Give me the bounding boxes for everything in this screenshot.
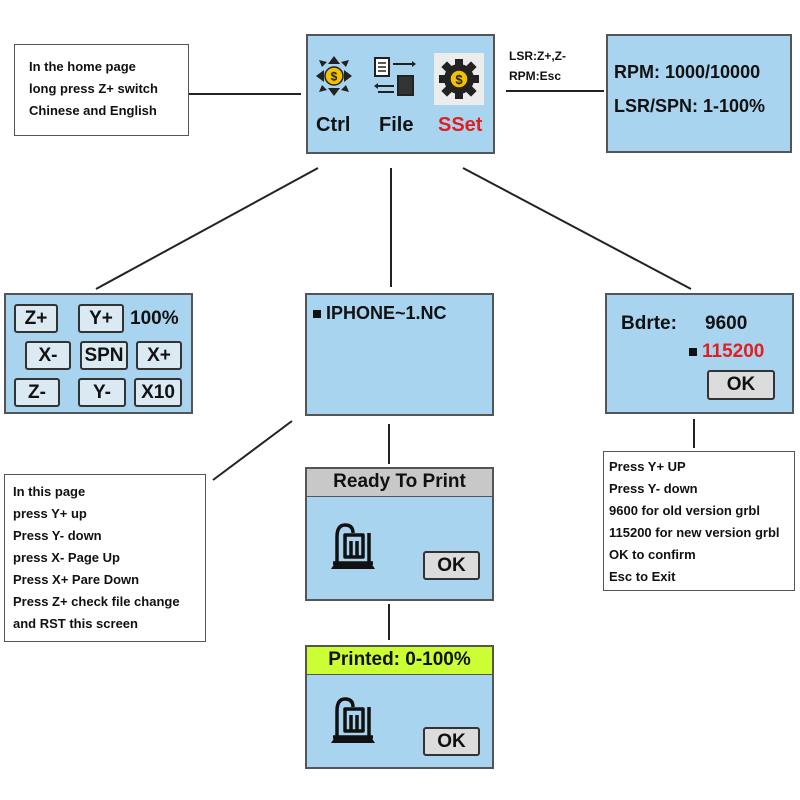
laser-spindle-range: LSR/SPN: 1-100% <box>614 96 766 116</box>
connector-sset <box>462 167 692 290</box>
selection-marker <box>313 310 321 319</box>
control-screen: Z+ Y+ 100% X- SPN X+ Z- Y- X10 <box>4 293 193 414</box>
printed-title-bar <box>307 647 492 675</box>
menu-item-sset[interactable]: SSet <box>438 114 483 136</box>
z-plus-key[interactable]: Z+ <box>14 304 58 333</box>
main-menu-screen: $ $ Ctrl File SSet <box>306 34 495 154</box>
note-line: and RST this screen <box>13 616 138 631</box>
note-line: Press Y- down <box>609 481 698 496</box>
note-line: In the home page <box>29 59 136 74</box>
baud-rate-label: Bdrte: <box>621 313 677 334</box>
rpm-range: RPM: 1000/10000 <box>614 62 761 82</box>
menu-item-file[interactable]: File <box>379 114 414 136</box>
home-page-note: In the home page long press Z+ switch Ch… <box>14 44 189 136</box>
shortcut-note-rpm: RPM:Esc <box>509 69 562 83</box>
y-plus-key[interactable]: Y+ <box>78 304 124 333</box>
menu-item-ctrl[interactable]: Ctrl <box>316 114 351 136</box>
file-swap-icon <box>374 57 416 96</box>
gear-dollar-icon: $ <box>439 59 479 99</box>
note-line: press Y+ up <box>13 506 87 521</box>
file-name: IPHONE~1.NC <box>326 303 447 323</box>
note-line: long press Z+ switch <box>29 81 158 96</box>
engraver-icon <box>331 697 375 743</box>
baud-option-9600[interactable]: 9600 <box>705 313 748 334</box>
note-line: Esc to Exit <box>609 569 676 584</box>
spindle-settings-screen: RPM: 1000/10000 LSR/SPN: 1-100% <box>606 34 792 153</box>
baud-page-note: Press Y+ UP Press Y- down 9600 for old v… <box>603 451 795 591</box>
y-minus-key[interactable]: Y- <box>78 378 126 407</box>
engraver-icon <box>331 523 375 569</box>
file-list-screen: IPHONE~1.NC <box>305 293 494 416</box>
note-line: 115200 for new version grbl <box>609 525 780 540</box>
printed-progress-screen: Printed: 0-100% OK <box>305 645 494 769</box>
note-line: 9600 for old version grbl <box>609 503 760 518</box>
file-page-note: In this page press Y+ up Press Y- down p… <box>4 474 206 642</box>
note-line: OK to confirm <box>609 547 696 562</box>
speed-percent: 100% <box>130 308 179 329</box>
printed-ok-button[interactable]: OK <box>423 727 480 756</box>
note-line: Press Z+ check file change <box>13 594 180 609</box>
svg-text:$: $ <box>455 72 463 87</box>
shortcut-note-lsr: LSR:Z+,Z- <box>509 49 566 63</box>
note-line: Press X+ Pare Down <box>13 572 140 587</box>
x-minus-key[interactable]: X- <box>25 341 71 370</box>
spindle-key[interactable]: SPN <box>80 341 128 370</box>
baud-ok-button[interactable]: OK <box>707 370 775 400</box>
ready-title-bar <box>307 469 492 497</box>
ready-to-print-screen: Ready To Print OK <box>305 467 494 601</box>
connector-file-note <box>212 420 293 481</box>
x10-key[interactable]: X10 <box>134 378 182 407</box>
note-line: Press Y+ UP <box>609 459 686 474</box>
note-line: Chinese and English <box>29 103 157 118</box>
connector-ctrl <box>95 167 319 290</box>
baud-option-115200[interactable]: 115200 <box>689 341 764 363</box>
baud-option-115200-label: 115200 <box>702 341 765 362</box>
printed-title: Printed: 0-100% <box>328 649 471 670</box>
ready-ok-button[interactable]: OK <box>423 551 480 580</box>
note-line: Press Y- down <box>13 528 102 543</box>
note-line: In this page <box>13 484 86 499</box>
move-arrows-icon: $ <box>316 56 352 96</box>
note-line: press X- Page Up <box>13 550 120 565</box>
file-list-item[interactable]: IPHONE~1.NC <box>313 303 447 324</box>
ready-title: Ready To Print <box>333 471 466 492</box>
x-plus-key[interactable]: X+ <box>136 341 182 370</box>
baud-rate-screen: Bdrte: 9600 115200 OK <box>605 293 794 414</box>
svg-text:$: $ <box>331 70 338 84</box>
selection-marker <box>689 347 697 356</box>
z-minus-key[interactable]: Z- <box>14 378 60 407</box>
